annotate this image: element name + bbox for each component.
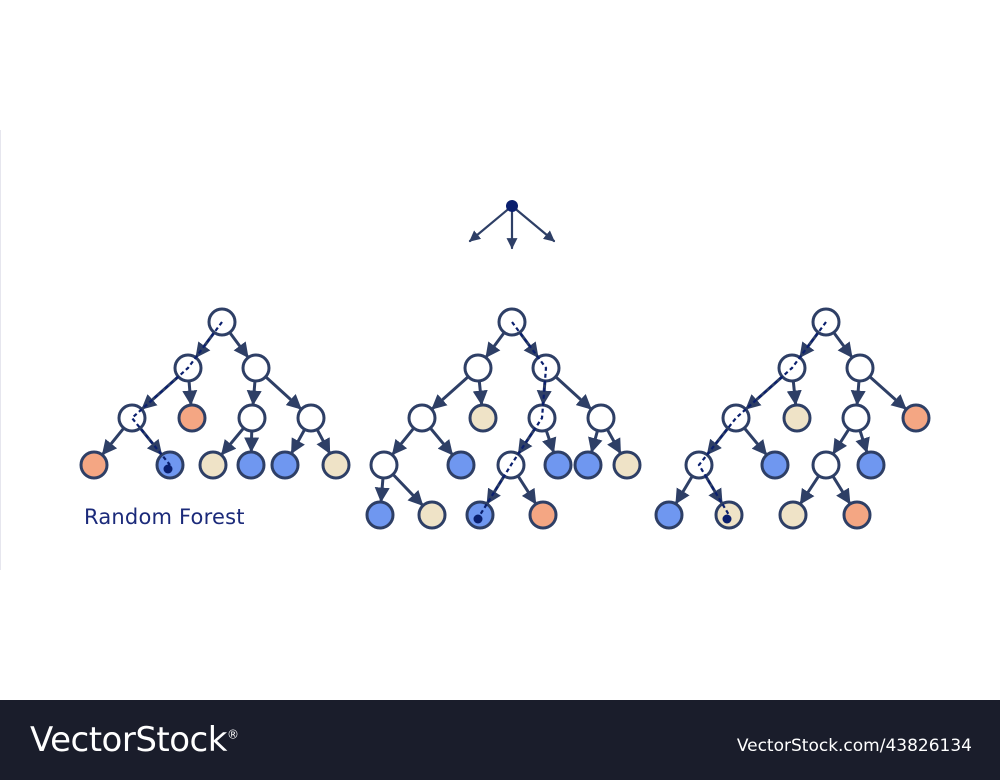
leaf-node-beige bbox=[782, 403, 812, 433]
registered-mark: ® bbox=[226, 727, 239, 742]
leaf-node-blue bbox=[856, 450, 886, 480]
tree-edge bbox=[674, 474, 694, 505]
leaf-node-blue bbox=[236, 450, 266, 480]
split-origin-dot bbox=[506, 200, 518, 212]
tree-edge bbox=[290, 427, 307, 455]
brand-name: VectorStock bbox=[30, 720, 227, 760]
leaf-node-orange bbox=[177, 403, 207, 433]
tree-edge bbox=[182, 379, 198, 406]
leaf-node-blue bbox=[654, 500, 684, 530]
tree-edge bbox=[742, 426, 768, 456]
tree-edge bbox=[246, 379, 262, 406]
leaf-node-beige bbox=[778, 500, 808, 530]
decision-node bbox=[241, 353, 271, 383]
decision-path bbox=[130, 321, 223, 466]
tree-edge bbox=[831, 474, 852, 505]
tree-edge bbox=[799, 474, 821, 505]
tree-edge bbox=[264, 375, 303, 411]
split-arrows-icon bbox=[468, 200, 556, 250]
leaf-node-beige bbox=[468, 403, 498, 433]
random-forest-diagram bbox=[79, 200, 931, 530]
decision-node bbox=[296, 403, 326, 433]
decision-node bbox=[463, 353, 493, 383]
tree-edge bbox=[428, 426, 454, 456]
tree-edge bbox=[588, 429, 603, 454]
decision-node bbox=[369, 450, 399, 480]
tree-edge bbox=[554, 375, 593, 411]
tree-edge bbox=[516, 474, 537, 505]
tree-1 bbox=[79, 307, 351, 480]
leaf-node-beige bbox=[417, 500, 447, 530]
leaf-node-blue bbox=[543, 450, 573, 480]
leaf-node-orange bbox=[528, 500, 558, 530]
prediction-dot bbox=[722, 514, 732, 524]
leaf-node-blue bbox=[365, 500, 395, 530]
leaf-node-blue bbox=[270, 450, 300, 480]
image-id: VectorStock.com/43826134 bbox=[736, 736, 972, 756]
tree-edge bbox=[315, 427, 331, 455]
decision-node bbox=[237, 403, 267, 433]
trees-layer bbox=[79, 307, 931, 530]
split-arrow bbox=[468, 204, 514, 243]
tree-2 bbox=[365, 307, 642, 530]
leaf-node-orange bbox=[79, 450, 109, 480]
left-border-line bbox=[0, 130, 1, 570]
tree-edge bbox=[391, 472, 424, 507]
tree-edge bbox=[855, 428, 870, 454]
diagram-caption: Random Forest bbox=[84, 505, 245, 529]
tree-edge bbox=[832, 330, 854, 359]
tree-edge bbox=[430, 375, 470, 411]
brand-logo[interactable]: VectorStock® bbox=[30, 720, 239, 760]
tree-edge bbox=[868, 375, 908, 411]
tree-edge bbox=[786, 379, 802, 406]
prediction-dot bbox=[163, 464, 173, 474]
leaf-node-beige bbox=[321, 450, 351, 480]
leaf-node-beige bbox=[612, 450, 642, 480]
decision-node bbox=[841, 403, 871, 433]
tree-edge bbox=[220, 426, 246, 456]
decision-node bbox=[407, 403, 437, 433]
decision-path bbox=[697, 321, 827, 516]
prediction-dot bbox=[473, 514, 483, 524]
tree-edge bbox=[228, 330, 250, 359]
leaf-node-beige bbox=[198, 450, 228, 480]
tree-edge bbox=[374, 476, 390, 503]
footer-bar: VectorStock® VectorStock.com/43826134 bbox=[0, 700, 1000, 780]
leaf-node-orange bbox=[842, 500, 872, 530]
tree-edge bbox=[391, 426, 416, 456]
leaf-node-blue bbox=[573, 450, 603, 480]
leaf-node-blue bbox=[760, 450, 790, 480]
split-arrow bbox=[510, 204, 556, 243]
tree-edge bbox=[536, 379, 552, 406]
tree-edge bbox=[472, 379, 488, 406]
decision-node bbox=[811, 450, 841, 480]
decision-node bbox=[845, 353, 875, 383]
tree-edge bbox=[101, 426, 126, 456]
decision-path bbox=[479, 321, 548, 516]
leaf-node-orange bbox=[901, 403, 931, 433]
leaf-node-blue bbox=[446, 450, 476, 480]
tree-edge bbox=[832, 427, 851, 455]
tree-edge bbox=[542, 428, 557, 454]
tree-edge bbox=[484, 330, 506, 359]
tree-3 bbox=[654, 307, 931, 530]
tree-edge bbox=[850, 379, 866, 406]
tree-edge bbox=[605, 427, 622, 455]
decision-node bbox=[586, 403, 616, 433]
